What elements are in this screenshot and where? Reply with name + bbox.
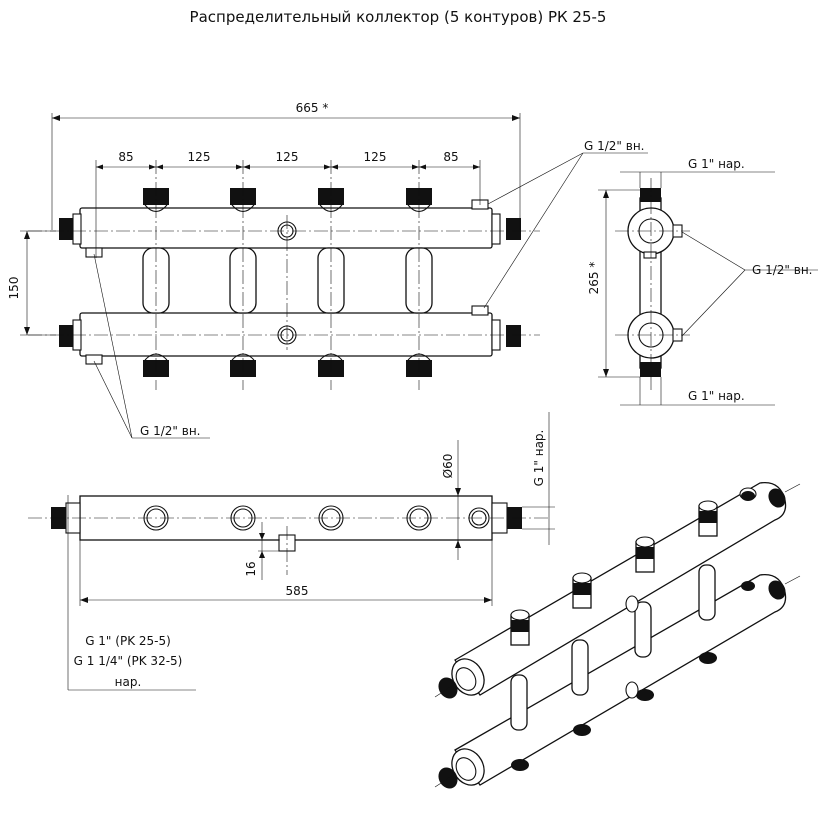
dim-spacing-3: 125: [364, 150, 387, 164]
dim-height-between-axes: 150: [7, 277, 21, 300]
dim-spacing-edge-right: 85: [443, 150, 458, 164]
dim-spacing-edge-left: 85: [118, 150, 133, 164]
front-view: 665 * 85 125 125 125 85 150 G 1/2" вн. G…: [7, 101, 648, 439]
top-thread-label: G 1" нар.: [532, 430, 546, 487]
callout-bottom-left: G 1/2" вн.: [140, 424, 201, 438]
isometric-view: [434, 481, 801, 789]
top-offset: 16: [244, 561, 258, 576]
top-diameter: Ø60: [441, 454, 455, 479]
dim-overall-length: 665 *: [296, 101, 329, 115]
top-view: Ø60 G 1" нар. 16 585 G 1" (PK 25-5) G 1 …: [28, 412, 555, 691]
top-note-line2: G 1 1/4" (PK 32-5): [74, 654, 183, 668]
top-length: 585: [286, 584, 309, 598]
side-bottom-label: G 1" нар.: [688, 389, 745, 403]
side-view: G 1" нар. 265 * G 1/2" вн. G 1" нар.: [587, 157, 818, 406]
side-callout-right: G 1/2" вн.: [752, 263, 813, 277]
side-height: 265 *: [587, 262, 601, 295]
callout-top-right: G 1/2" вн.: [584, 139, 645, 153]
side-top-label: G 1" нар.: [688, 157, 745, 171]
dim-spacing-2: 125: [276, 150, 299, 164]
dim-spacing-1: 125: [188, 150, 211, 164]
top-note-line3: нар.: [115, 675, 142, 689]
drawing-title: Распределительный коллектор (5 контуров)…: [190, 8, 607, 26]
top-note-line1: G 1" (PK 25-5): [85, 634, 171, 648]
